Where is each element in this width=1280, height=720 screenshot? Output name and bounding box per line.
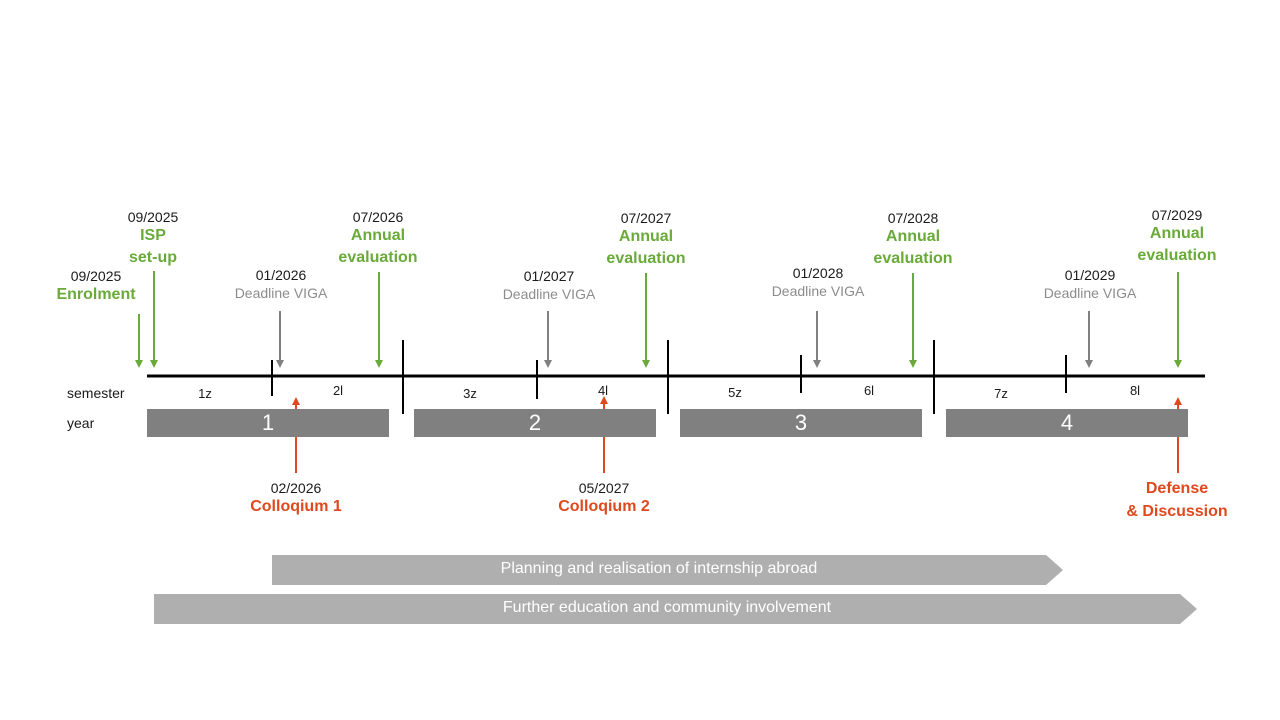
milestone-title: Deadline VIGA (1043, 285, 1137, 301)
year-bar-2: 2 (414, 409, 656, 437)
semester-label: 8l (1129, 383, 1141, 398)
milestone-date: 01/2026 (255, 267, 307, 283)
milestone-date: 01/2027 (523, 268, 575, 284)
milestone-date: 01/2029 (1064, 267, 1116, 283)
year-bar-3: 3 (680, 409, 922, 437)
defense-milestone: Defense & Discussion (1112, 477, 1242, 523)
semester-label: 3z (463, 386, 477, 401)
colloquium-2-milestone: 05/2027 Colloqium 2 (544, 481, 664, 518)
milestone-title: Deadline VIGA (771, 283, 865, 299)
viga-deadline-2028: 01/2028 Deadline VIGA (758, 266, 878, 298)
milestone-date: 02/2026 (270, 480, 322, 496)
isp-setup-milestone: 09/2025 ISP set-up (103, 210, 203, 269)
milestone-date: 05/2027 (578, 480, 630, 496)
viga-deadline-2026: 01/2026 Deadline VIGA (221, 268, 341, 300)
milestone-title: ISP (140, 227, 166, 244)
milestone-title: Deadline VIGA (502, 286, 596, 302)
milestone-title: set-up (129, 249, 177, 266)
milestone-title: Deadline VIGA (234, 285, 328, 301)
milestone-date: 07/2027 (620, 210, 672, 226)
annual-evaluation-2027: 07/2027 Annual evaluation (586, 211, 706, 270)
milestone-title: Annual (618, 228, 674, 245)
milestone-title: Annual (1149, 225, 1205, 242)
milestone-title: Colloqium 2 (558, 498, 650, 515)
internship-band-shape (272, 555, 1063, 585)
education-band-label: Further education and community involvem… (502, 599, 832, 616)
milestone-title: Defense (1145, 480, 1209, 497)
education-band-shape (154, 594, 1197, 624)
milestone-title: Annual (350, 227, 406, 244)
milestone-title: evaluation (873, 250, 953, 267)
milestone-date: 09/2025 (127, 209, 179, 225)
colloquium-1-milestone: 02/2026 Colloqium 1 (236, 481, 356, 518)
milestone-title: Colloqium 1 (250, 498, 342, 515)
semester-label: 6l (863, 383, 875, 398)
milestone-title: evaluation (1137, 247, 1217, 264)
year-bar-4: 4 (946, 409, 1188, 437)
viga-deadline-2027: 01/2027 Deadline VIGA (489, 269, 609, 301)
milestone-title: evaluation (606, 250, 686, 267)
milestone-date: 01/2028 (792, 265, 844, 281)
semester-label: 2l (332, 383, 344, 398)
year-bar-1: 1 (147, 409, 389, 437)
milestone-title: Enrolment (56, 286, 136, 303)
internship-band-label: Planning and realisation of internship a… (500, 560, 818, 577)
viga-deadline-2029: 01/2029 Deadline VIGA (1030, 268, 1150, 300)
semester-label: 7z (994, 386, 1008, 401)
milestone-title: evaluation (338, 249, 418, 266)
milestone-date: 09/2025 (70, 268, 122, 284)
semester-label: 4l (597, 383, 609, 398)
annual-evaluation-2029: 07/2029 Annual evaluation (1117, 208, 1237, 267)
milestone-date: 07/2028 (887, 210, 939, 226)
milestone-date: 07/2029 (1151, 207, 1203, 223)
milestone-title: & Discussion (1126, 503, 1228, 520)
year-row-label: year (67, 415, 95, 431)
annual-evaluation-2026: 07/2026 Annual evaluation (318, 210, 438, 269)
enrolment-milestone: 09/2025 Enrolment (46, 269, 146, 306)
annual-evaluation-2028: 07/2028 Annual evaluation (853, 211, 973, 270)
semester-label: 1z (198, 386, 212, 401)
milestone-date: 07/2026 (352, 209, 404, 225)
milestone-title: Annual (885, 228, 941, 245)
semester-label: 5z (728, 385, 742, 400)
semester-row-label: semester (67, 385, 125, 401)
